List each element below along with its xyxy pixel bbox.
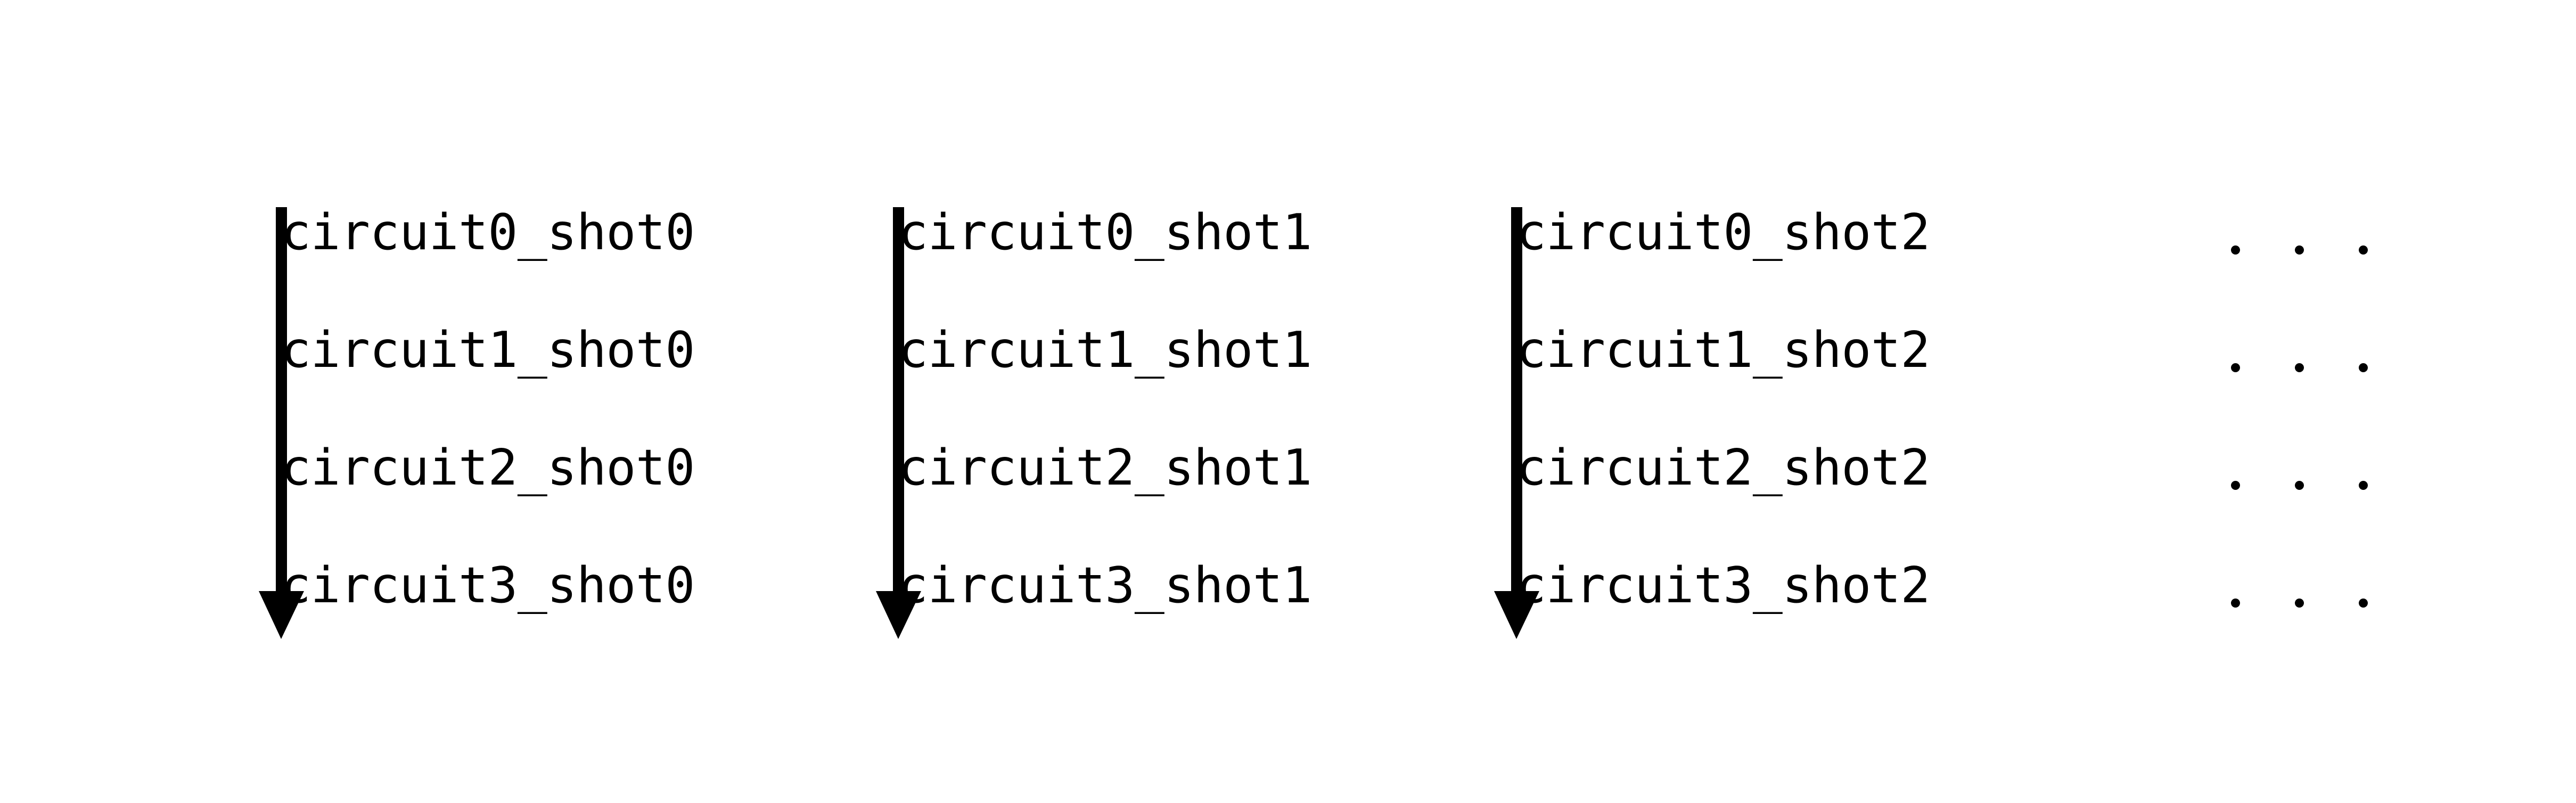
ellipsis-icon bbox=[2231, 363, 2368, 372]
ellipsis-icon bbox=[2231, 481, 2368, 490]
ellipsis-dot bbox=[2359, 363, 2368, 372]
cell-label: circuit1_shot1 bbox=[898, 321, 1312, 379]
ellipsis-dot bbox=[2231, 481, 2240, 490]
ellipsis-dot bbox=[2359, 481, 2368, 490]
cell-label: circuit2_shot0 bbox=[281, 439, 695, 496]
cell-label: circuit1_shot0 bbox=[281, 321, 695, 379]
ellipsis-dot bbox=[2231, 599, 2240, 608]
cell-label: circuit3_shot2 bbox=[1516, 556, 1930, 614]
ellipsis-dot bbox=[2359, 599, 2368, 608]
ellipsis-icon bbox=[2231, 599, 2368, 608]
ellipsis-dot bbox=[2231, 363, 2240, 372]
cell-label: circuit0_shot2 bbox=[1516, 203, 1930, 261]
cell-label: circuit3_shot0 bbox=[281, 556, 695, 614]
ellipsis-dot bbox=[2295, 481, 2304, 490]
ellipsis-dot bbox=[2295, 363, 2304, 372]
ellipsis-dot bbox=[2231, 245, 2240, 255]
cell-label: circuit3_shot1 bbox=[898, 556, 1312, 614]
ellipsis-dot bbox=[2295, 245, 2304, 255]
ellipsis-dot bbox=[2295, 599, 2304, 608]
ellipsis-dot bbox=[2359, 245, 2368, 255]
down-arrow-shot0-icon bbox=[259, 207, 304, 639]
cell-label: circuit1_shot2 bbox=[1516, 321, 1930, 379]
down-arrow-shot1-icon bbox=[876, 207, 921, 639]
cell-label: circuit2_shot1 bbox=[898, 439, 1312, 496]
ellipsis-icon bbox=[2231, 245, 2368, 255]
cell-label: circuit0_shot0 bbox=[281, 203, 695, 261]
cell-label: circuit2_shot2 bbox=[1516, 439, 1930, 496]
cell-label: circuit0_shot1 bbox=[898, 203, 1312, 261]
down-arrow-shot2-icon bbox=[1494, 207, 1539, 639]
